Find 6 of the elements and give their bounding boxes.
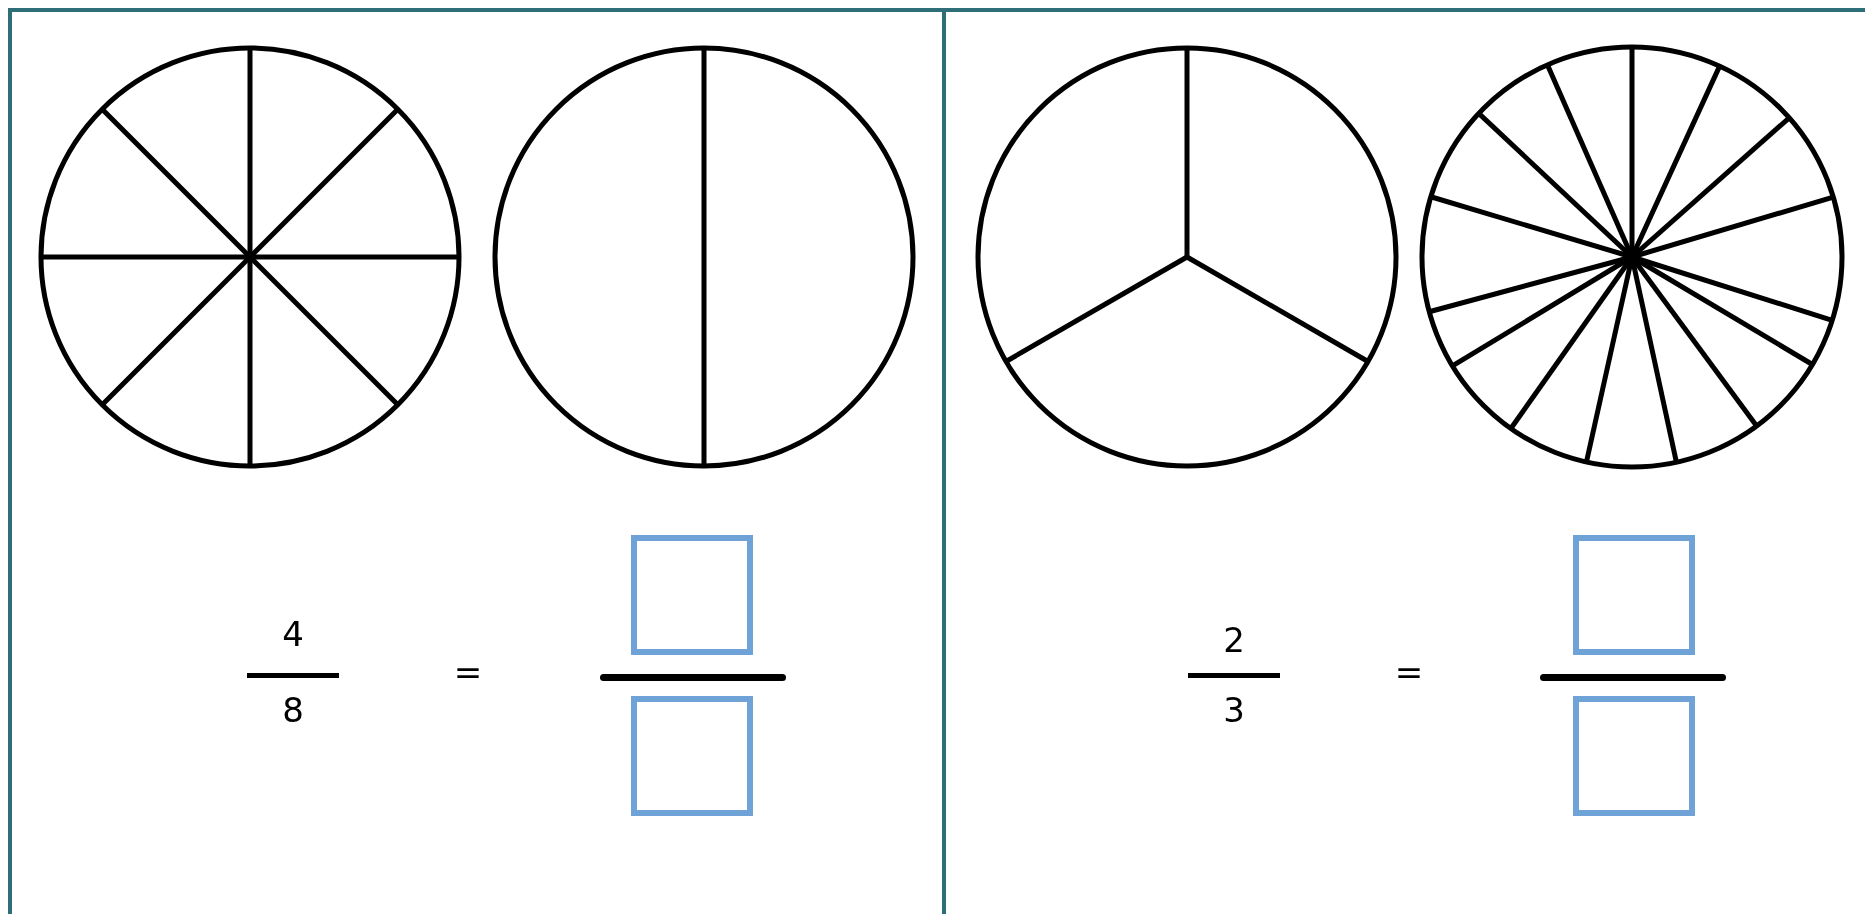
denominator-digit: 3: [1222, 690, 1246, 730]
numerator-digit: 2: [1222, 620, 1246, 660]
numerator-digit: 4: [281, 614, 305, 654]
denominator-digit: 8: [281, 690, 305, 730]
equals-sign: =: [1393, 652, 1425, 692]
equals-sign: =: [452, 652, 484, 692]
